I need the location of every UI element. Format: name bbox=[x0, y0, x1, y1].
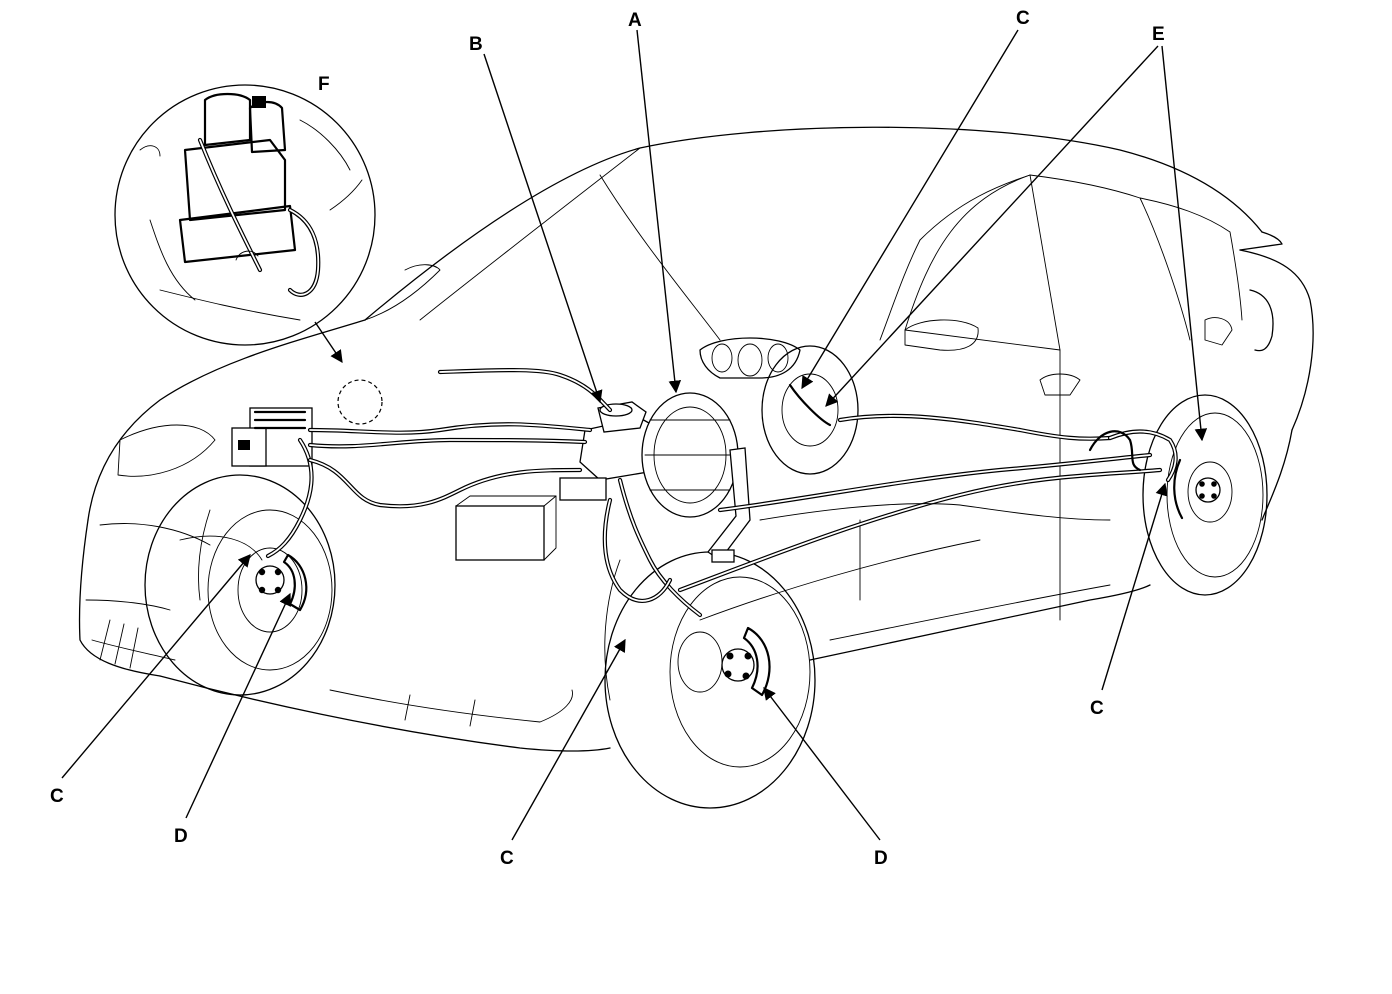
leader-e-rear bbox=[1161, 45, 1208, 442]
brake-lines bbox=[265, 368, 1178, 621]
front-left-wheel bbox=[144, 474, 336, 696]
leader-d-front-left bbox=[185, 592, 291, 819]
leader-c-rear bbox=[1101, 482, 1168, 691]
leader-e-front bbox=[825, 45, 1159, 407]
leader-c-top bbox=[801, 29, 1019, 390]
brake-booster bbox=[641, 392, 739, 518]
callout-c-top: C bbox=[1016, 8, 1030, 29]
leader-a bbox=[636, 29, 682, 394]
callout-e: E bbox=[1152, 24, 1165, 45]
leader-d-front-right bbox=[763, 686, 881, 841]
callout-c-rear: C bbox=[1090, 698, 1104, 719]
detail-inset bbox=[114, 84, 376, 346]
battery bbox=[455, 495, 557, 561]
callout-f: F bbox=[318, 74, 330, 95]
front-right-wheel bbox=[604, 551, 816, 809]
callout-b: B bbox=[469, 34, 483, 55]
car-body bbox=[78, 126, 1314, 752]
leader-c-front-left bbox=[61, 554, 251, 779]
leader-f bbox=[314, 321, 343, 364]
brake-pedal bbox=[707, 447, 751, 563]
leader-b bbox=[483, 53, 603, 404]
callout-c-front-left: C bbox=[50, 786, 64, 807]
leader-lines bbox=[61, 29, 1208, 841]
abs-modulator bbox=[231, 407, 313, 467]
dashboard-gauges bbox=[699, 337, 801, 379]
callout-labels: F B A C E C C D C D bbox=[50, 8, 1165, 869]
callout-c-front-right: C bbox=[500, 848, 514, 869]
leader-c-front-right bbox=[511, 638, 626, 841]
callout-a: A bbox=[628, 10, 642, 31]
steering-wheel bbox=[761, 345, 859, 475]
callout-d-front-right: D bbox=[874, 848, 888, 869]
callout-d-front-left: D bbox=[174, 826, 188, 847]
detail-location-marker bbox=[337, 379, 383, 425]
